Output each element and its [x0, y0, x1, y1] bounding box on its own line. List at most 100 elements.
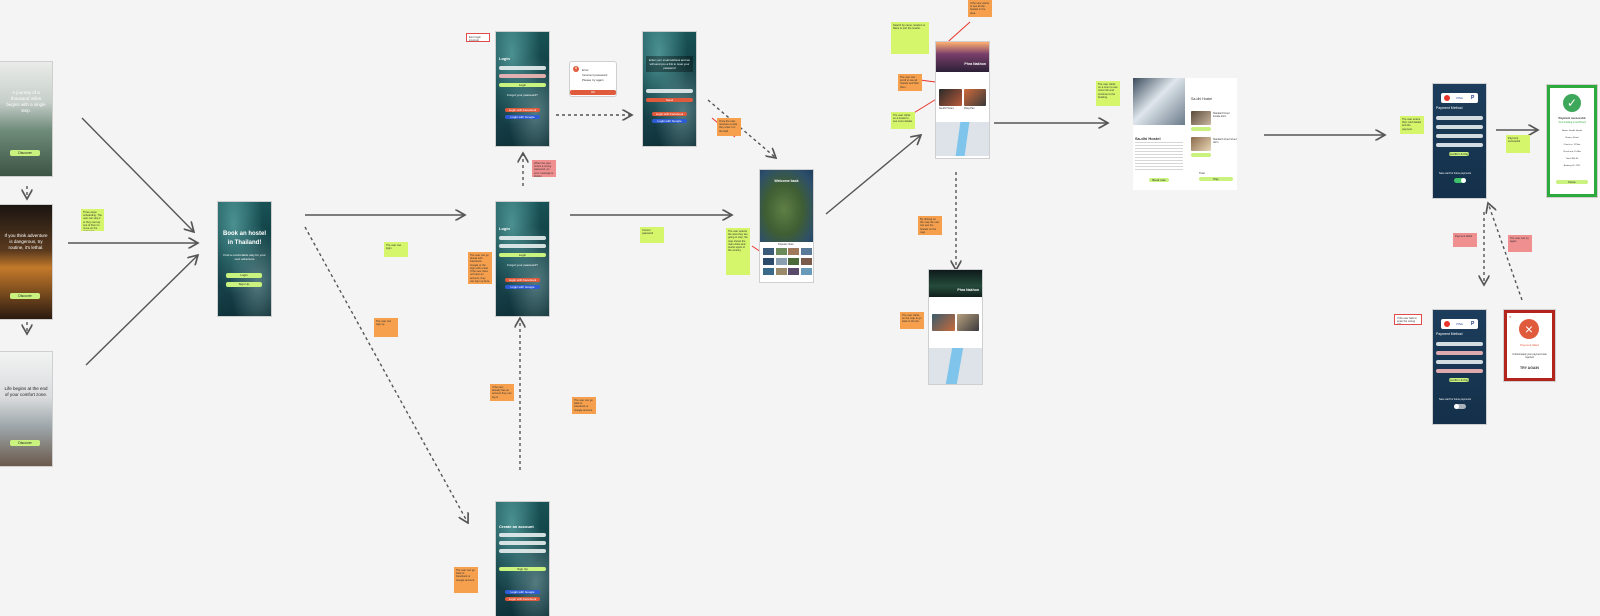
- payment-title: Payment Method: [1436, 332, 1463, 336]
- confirm-pay-button[interactable]: Confirm & Pay: [1449, 152, 1469, 156]
- note-wrong-info: If the user fails to enter the wrong inf…: [1394, 314, 1422, 325]
- city-thumbnail[interactable]: [775, 258, 787, 265]
- city-thumbnail[interactable]: [788, 268, 799, 275]
- card-options[interactable]: VISA P: [1441, 319, 1478, 329]
- note-correct-password: Correct password: [640, 227, 664, 243]
- list-hero-title: Phra Nakhon: [964, 62, 986, 66]
- done-button[interactable]: Done: [1556, 180, 1588, 184]
- close-icon[interactable]: ×: [1509, 314, 1512, 319]
- total-label: Total: [1199, 172, 1205, 175]
- expiry-field[interactable]: [1436, 360, 1483, 364]
- cvv-field[interactable]: [1436, 369, 1483, 373]
- forgot-password-link[interactable]: Forgot your password?: [507, 93, 538, 97]
- card-number-field[interactable]: [1436, 125, 1483, 129]
- note-payment-failed: Payment failed: [1453, 233, 1477, 247]
- room-photo-1[interactable]: [1191, 111, 1211, 125]
- payment-screen: VISA P Payment Method Confirm & Pay Save…: [1433, 84, 1486, 198]
- onboarding-quote-1: A journey of a thousand miles begins wit…: [6, 90, 46, 113]
- expiry-field[interactable]: [1436, 134, 1483, 138]
- forgot-password-link[interactable]: Forgot your password?: [507, 263, 538, 267]
- city-thumbnail[interactable]: [763, 268, 774, 275]
- hostel-thumb-1[interactable]: [932, 314, 955, 331]
- facebook-login-button[interactable]: Login with Facebook: [505, 597, 540, 601]
- map-preview[interactable]: [929, 348, 982, 384]
- email-field[interactable]: [499, 236, 546, 240]
- hostel-name-2: Pang Pao: [964, 107, 975, 110]
- hostel-main-photo: [1133, 78, 1185, 125]
- facebook-login-button[interactable]: Login with Facebook: [505, 108, 540, 112]
- signup-button[interactable]: Sign Up: [226, 282, 262, 287]
- google-login-button[interactable]: Login with Google: [505, 285, 540, 289]
- city-thumbnail[interactable]: [788, 258, 799, 265]
- city-thumbnail[interactable]: [775, 268, 787, 275]
- city-thumbnail[interactable]: [763, 258, 774, 265]
- city-thumbnail[interactable]: [775, 248, 787, 255]
- try-again-button[interactable]: TRY AGAIN: [1520, 366, 1539, 370]
- save-card-toggle[interactable]: [1454, 178, 1466, 183]
- password-field[interactable]: [499, 549, 546, 553]
- card-number-field[interactable]: [1436, 351, 1483, 355]
- password-field[interactable]: [499, 244, 546, 248]
- google-login-button[interactable]: Login with Google: [652, 119, 687, 123]
- cvv-field[interactable]: [1436, 143, 1483, 147]
- city-thumbnail[interactable]: [800, 258, 812, 265]
- room-name-1: Standard 6-bed female dorm: [1213, 112, 1230, 118]
- city-thumbnail[interactable]: [800, 268, 812, 275]
- map-title: Welcome back: [774, 179, 799, 183]
- satellite-map[interactable]: [760, 170, 813, 242]
- email-field[interactable]: [499, 541, 546, 545]
- pay-button[interactable]: Pay: [1199, 177, 1233, 181]
- note-wrong-password: When the user enters a wrong password, a…: [532, 160, 556, 177]
- facebook-login-button[interactable]: Login with Facebook: [652, 112, 687, 116]
- discover-button[interactable]: Discover: [10, 150, 40, 156]
- google-login-button[interactable]: Login with Google: [505, 115, 540, 119]
- login-button[interactable]: Login: [226, 273, 262, 278]
- list-map-preview[interactable]: [936, 122, 989, 156]
- login-submit-button[interactable]: Login: [499, 253, 546, 257]
- error-line1: Incorrect password: [582, 73, 608, 77]
- hostel-thumb-2[interactable]: [964, 89, 986, 106]
- welcome-subtitle: Find a comfortable stay for your next ad…: [223, 253, 266, 261]
- login-submit-button[interactable]: Login: [499, 83, 546, 87]
- hostel-list-screen: Phra Nakhon Sa-dhi Hostel Pang Pao: [936, 42, 989, 158]
- save-card-toggle[interactable]: [1454, 404, 1466, 409]
- google-login-button[interactable]: Login with Google: [505, 590, 540, 594]
- card-name-field[interactable]: [1436, 342, 1483, 346]
- room-photo-2[interactable]: [1191, 137, 1211, 151]
- facebook-login-button[interactable]: Login with Facebook: [505, 278, 540, 282]
- login-screen-error: Login Login Forgot your password? Login …: [496, 32, 549, 146]
- list-hero-image: [936, 42, 989, 72]
- confirm-pay-button[interactable]: Confirm & Pay: [1449, 378, 1469, 382]
- error-ok-button[interactable]: OK: [570, 90, 616, 95]
- room-select-button[interactable]: [1191, 127, 1211, 131]
- booking-summary-row: Name: Sa-dhi Hostel: [1561, 130, 1583, 132]
- city-thumbnail[interactable]: [763, 248, 774, 255]
- discover-button[interactable]: Discover: [10, 293, 40, 299]
- reset-send-button[interactable]: Send: [646, 98, 693, 102]
- name-field[interactable]: [499, 533, 546, 537]
- hostel-thumb-1[interactable]: [939, 89, 962, 106]
- booking-summary-row: Check-in: 12 Mar: [1563, 144, 1581, 146]
- card-name-field[interactable]: [1436, 116, 1483, 120]
- password-field[interactable]: [499, 74, 546, 78]
- failure-x-icon: ×: [1519, 319, 1539, 339]
- card-options[interactable]: VISA P: [1441, 93, 1478, 103]
- onboarding-quote-3: Life begins at the end of your comfort z…: [4, 386, 48, 397]
- note-click-hostel: The user clicks on a hostel to see more …: [891, 112, 915, 129]
- room-select-button[interactable]: [1191, 153, 1211, 157]
- email-field[interactable]: [646, 89, 693, 93]
- city-thumbnail[interactable]: [800, 248, 812, 255]
- signup-submit-button[interactable]: Sign Up: [499, 567, 546, 571]
- email-field[interactable]: [499, 66, 546, 70]
- note-map: The user selects the area they are going…: [726, 228, 750, 275]
- city-thumbnail[interactable]: [788, 248, 799, 255]
- failure-title: Payment failed: [1520, 343, 1539, 347]
- book-now-button[interactable]: Book now: [1149, 178, 1169, 182]
- discover-button[interactable]: Discover: [10, 440, 40, 446]
- note-room: The user clicks on a room to see more in…: [1096, 81, 1120, 106]
- hostel-thumb-2[interactable]: [957, 314, 979, 331]
- note-hostel-area: If the user wants to see all the hostels…: [968, 0, 992, 17]
- visa-label: VISA: [1456, 322, 1463, 326]
- save-card-label: Save card for future payments: [1439, 398, 1472, 401]
- welcome-title-line1: Book an hostel: [222, 231, 266, 237]
